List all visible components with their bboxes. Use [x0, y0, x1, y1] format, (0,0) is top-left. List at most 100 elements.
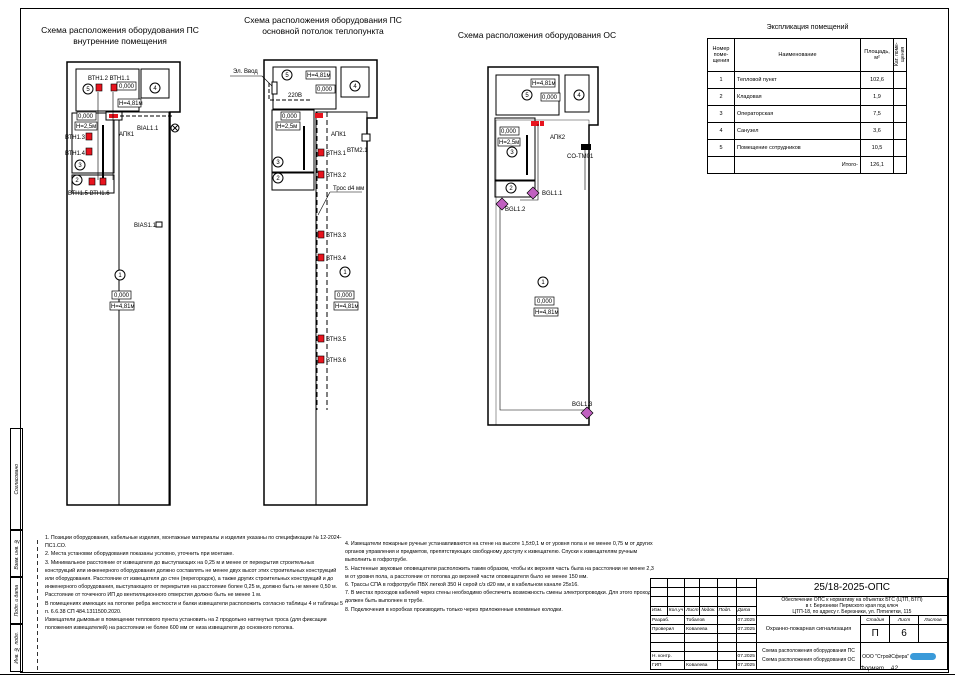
plans-2-labels-h1: Н=4,81м: [532, 81, 556, 87]
title_block-people-5-role: ГИП: [649, 660, 686, 670]
document-code: 25/18-2025-ОПС: [755, 578, 949, 597]
plans-2-labels-r3: 3: [510, 150, 514, 156]
plans-0-labels-bth13: ВТН1.3: [65, 135, 86, 141]
plans-0-labels-r1: 1: [118, 273, 122, 279]
title_block-people-4-name: [684, 651, 718, 661]
notes-right: 4. Извещатели пожарные ручные устанавлив…: [345, 540, 655, 614]
plans-2-labels-bgl11: BGL1.1: [542, 191, 563, 197]
plans-0-labels-z2: 0,000: [78, 114, 94, 120]
plans-2-labels-apk: АПК2: [550, 135, 566, 141]
explication-rows-0-area: 102,6: [860, 71, 894, 89]
plans-1-title-0: Схема расположения оборудования ПС: [244, 15, 402, 25]
plans-1-labels-r3: 3: [276, 160, 280, 166]
title_block-people-0-name: Тобалов: [684, 615, 718, 625]
plans-1-labels-bth33: ВТН3.3: [326, 233, 347, 239]
notes_right-4: 8. Подключения в коробках производить то…: [345, 606, 563, 613]
title_block-col_headers-2: Лист: [684, 605, 701, 616]
plans-1-labels-v220: 220В: [288, 93, 302, 99]
title_block-sheet: 6: [889, 624, 919, 643]
plans-1-labels-bth36: ВТН3.6: [326, 358, 347, 364]
plans-1-labels-btm: ВТМ2.1: [347, 148, 368, 154]
title_block-people-5-name: Ковалева: [684, 660, 718, 670]
company-logo-icon: [910, 652, 937, 660]
title_block-people-0-date: 07.2025: [735, 615, 757, 625]
title_block-people-2-name: [684, 633, 718, 643]
title_block-people-3-name: [684, 642, 718, 652]
plans-2-labels-r1: 1: [541, 280, 545, 286]
notes_right-2: 6. Трассы СПА в гофротрубе ПВХ легкой 35…: [345, 582, 579, 589]
title_block-people-0-role: Разраб.: [649, 615, 686, 625]
plans-0-labels-r2: 2: [75, 178, 79, 184]
stamp-replaced-inv: Взам. инв. №: [10, 530, 23, 577]
plans-2-labels-z2: 0,000: [501, 129, 517, 135]
title_block-project-2: ЦТП-18, по адресу г. Березники, ул. Пяти…: [792, 609, 912, 615]
explication-headers-1: Наименование: [734, 38, 861, 72]
plans-1-labels-tros: Трос d4 мм: [333, 186, 364, 192]
title_block-format_label: Формат: [860, 666, 884, 672]
plans-2-labels-z3: 0,000: [537, 299, 553, 305]
title_block-col_headers-4: Подп.: [716, 605, 737, 616]
explication-rows-3-area: 3,6: [860, 122, 894, 140]
title_block-people-2-role: [649, 633, 686, 643]
plans-0-labels-bth14: ВТН1.4: [65, 151, 86, 157]
sounder-icon: [155, 221, 163, 228]
title_block-sheet_label: Лист: [889, 615, 919, 625]
explication-headers-0: Номер поме-щения: [707, 38, 735, 72]
plan-ps-ceiling: Схема расположения оборудования ПС основ…: [230, 15, 402, 506]
explication-headers-3: Кат. поме-щения: [894, 42, 906, 66]
notes_left-1: 2. Места установки оборудования показаны…: [45, 551, 234, 558]
explication-rows-2-area: 7,5: [860, 105, 894, 123]
explication-rows-2-n: 3: [707, 105, 735, 123]
explication-table: Номер поме-щения Наименование Площадь, м…: [707, 38, 907, 174]
plans-0-labels-bial: BIAL1.1: [137, 126, 159, 132]
plans-1-labels-h3: Н=4,81м: [335, 304, 359, 310]
explication-rows-4-n: 5: [707, 139, 735, 157]
title_block-drawing_names-1: Схема расположения оборудования ОС: [761, 657, 856, 663]
plans-0-labels-bth15_16: ВТН1.5 ВТН1.6: [68, 191, 110, 197]
plans-2-labels-h2: Н=2,5м: [499, 140, 519, 146]
stamp_column-0: Согласовано: [13, 463, 20, 495]
stamp-sign-date: Подп. и дата: [10, 577, 23, 624]
title_block-people-3-role: [649, 642, 686, 652]
plans-2-labels-r2: 2: [509, 186, 513, 192]
plans-1-labels-bth35: ВТН3.5: [326, 337, 347, 343]
plans-1-labels-z2: 0,000: [282, 114, 298, 120]
plans-2-labels-bgl12: BGL1.2: [505, 207, 526, 213]
title_block-people-2-date: [735, 633, 757, 643]
title_block-col_headers-3: №док.: [699, 605, 718, 616]
title_block-people-1-date: 07.2025: [735, 624, 757, 634]
plans-0-labels-bth12_11: ВТН1.2 ВТН1.1: [88, 76, 130, 82]
explication-rows-3-name: Санузел: [734, 122, 861, 140]
plan-title: Схема расположения оборудования ПС: [41, 25, 199, 35]
explication-total: 126,1: [860, 156, 894, 174]
stamp_column-2: Подп. и дата: [13, 584, 20, 617]
explication-total_label: Итого-: [734, 156, 861, 174]
stamp_column-1: Взам. инв. №: [13, 537, 20, 570]
title_block-stage_label: Стадия: [860, 615, 891, 625]
notes_left-0: 1. Позиции оборудования, кабельные издел…: [45, 535, 342, 550]
title_block-people-4-date: 07.2025: [735, 651, 757, 661]
title_block-stage: П: [860, 624, 891, 643]
plan-subtitle: внутренние помещения: [73, 36, 167, 46]
project-name: Обеспечение ОПС к нормативу на объектах …: [755, 596, 949, 616]
plans-0-labels-h1: Н=4,81м: [119, 101, 143, 107]
heat-detector-icon: [361, 133, 371, 142]
explication-rows-4-name: Помещение сотрудников: [734, 139, 861, 157]
plans-1-labels-h1: Н=4,81м: [307, 73, 331, 79]
plan-ps-internal: Схема расположения оборудования ПС внутр…: [41, 25, 199, 506]
plans-1-labels-r1: 1: [343, 270, 347, 276]
title_block-sheets: [917, 624, 949, 643]
plans-0-labels-bias: BIAS1.1: [134, 223, 157, 229]
stamp-agreed: Согласовано: [10, 428, 23, 530]
stamp-inv-original: Инв. № подл.: [10, 624, 23, 672]
system-name: Охранно-пожарная сигнализация: [755, 615, 862, 643]
explication-headers-2: Площадь, м²: [860, 38, 894, 72]
title_block-col_headers-1: Кол.уч: [666, 605, 686, 616]
plans-2-labels-r5: 5: [525, 93, 529, 99]
explication-rows-4-area: 10,5: [860, 139, 894, 157]
plans-0-labels-r5: 5: [86, 87, 90, 93]
